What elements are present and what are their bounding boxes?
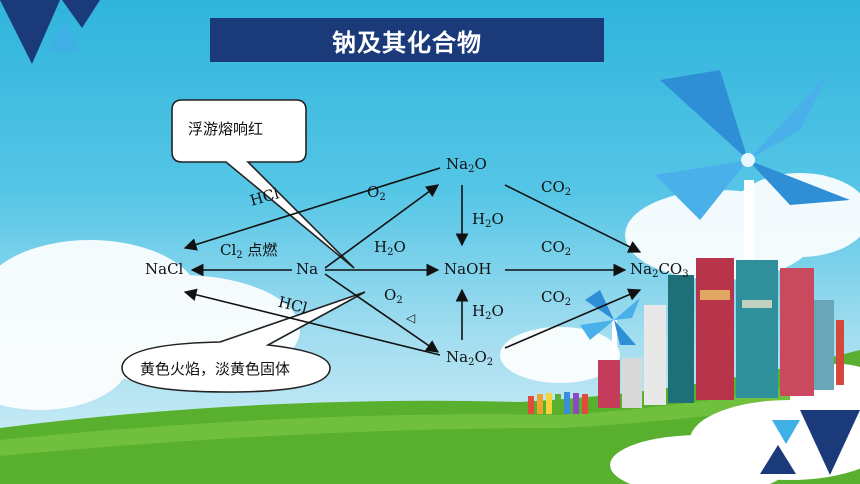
arrow-na2o-to-nacl [183,167,441,251]
crayons [528,392,588,414]
reaction-arrows [183,167,642,356]
condition-h2o-na2o: H2O [472,210,504,230]
callout-bubble-top [171,99,355,269]
species-na2o: Na2O [446,155,487,175]
condition-h2o-na: H2O [374,238,406,258]
page-title: 钠及其化合物 [210,18,604,62]
species-na2co3: Na2CO3 [630,260,689,280]
species-na: Na [296,260,319,278]
species-naoh: NaOH [444,260,492,278]
arrow-na-to-na2o2 [324,273,440,353]
species-na2o2: Na2O2 [446,348,494,368]
condition-o2-bottom: O2 [384,286,403,306]
heat-symbol: ◁ [406,311,416,325]
pinwheel-icon [655,70,850,265]
callout-top-text: 浮游熔响红 [188,120,264,138]
small-pinwheel-icon [580,290,640,375]
corner-triangles [760,410,860,475]
condition-co2-mid: CO2 [541,238,572,258]
condition-cl2-ignite: Cl2 点燃 [220,241,278,261]
condition-o2-top: O2 [367,183,386,203]
arrow-na-to-na2o [324,184,440,269]
callout-bottom-text: 黄色火焰，淡黄色固体 [140,360,291,378]
arrow-na2o-to-na2co3 [504,184,642,253]
arrow-na2o2-to-nacl [183,288,441,356]
grass-highlight [0,372,860,456]
species-nacl: NaCl [145,260,184,278]
arrow-na2o2-to-na2co3 [504,288,642,349]
condition-co2-top: CO2 [541,178,572,198]
condition-co2-bottom: CO2 [541,288,572,308]
books-stack [598,258,844,408]
condition-h2o-na2o2: H2O [472,302,504,322]
logo-triangles [0,0,100,64]
callout-bubble-bottom [121,291,366,393]
